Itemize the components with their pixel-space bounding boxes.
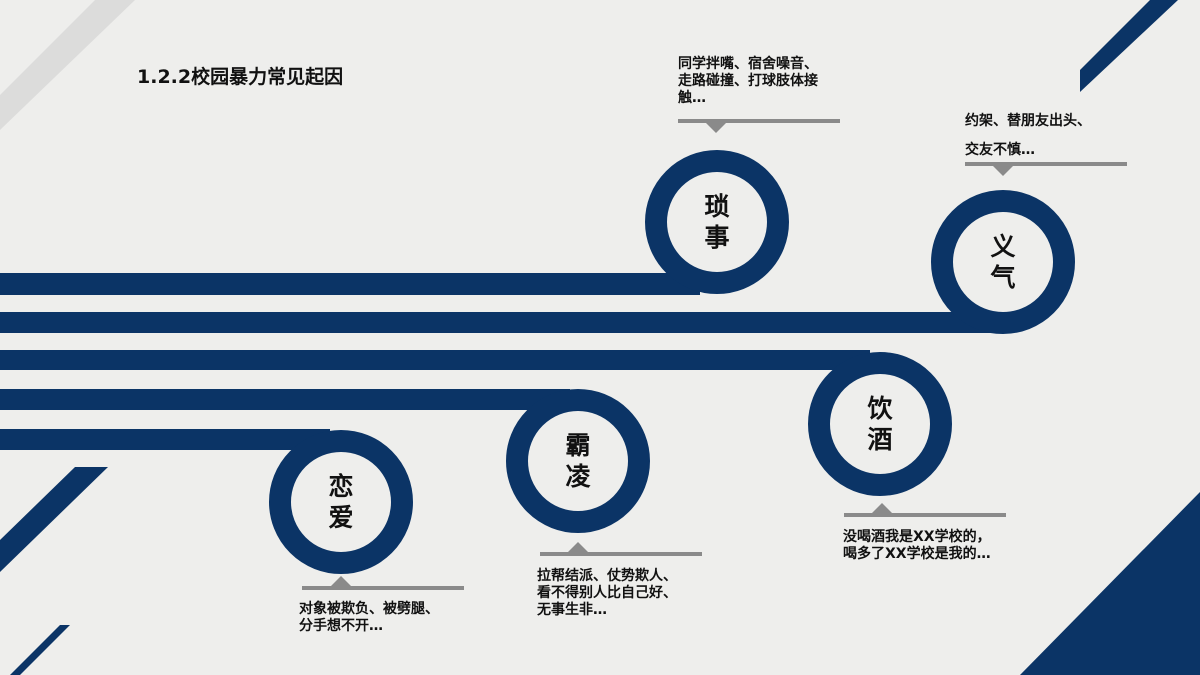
track-4 <box>0 389 570 410</box>
label-char: 恋 <box>328 472 354 501</box>
pointer-up-icon <box>331 576 351 586</box>
pointer-line-2 <box>965 162 1127 166</box>
node-label-loyalty: 义气 <box>973 231 1033 293</box>
desc-line: 无事生非… <box>537 602 607 618</box>
desc-trivial: 同学拌嘴、宿舍噪音、走路碰撞、打球肢体接触… <box>678 56 818 107</box>
desc-line: 同学拌嘴、宿舍噪音、 <box>678 56 818 72</box>
desc-romance: 对象被欺负、被劈腿、分手想不开… <box>299 601 439 635</box>
track-3 <box>0 350 870 370</box>
decor-stripe-top-right <box>1080 0 1178 92</box>
pointer-line-1 <box>678 119 840 123</box>
label-char: 义 <box>990 232 1016 261</box>
desc-line: 拉帮结派、仗势欺人、 <box>537 568 677 584</box>
desc-line: 没喝酒我是XX学校的， <box>843 529 991 545</box>
pointer-line-4 <box>540 552 702 556</box>
desc-line: 对象被欺负、被劈腿、 <box>299 601 439 617</box>
node-ring-1 <box>645 150 789 294</box>
desc-line: 约架、替朋友出头、 <box>965 113 1091 129</box>
track-1 <box>0 273 700 295</box>
node-label-romance: 恋爱 <box>311 471 371 533</box>
desc-line: 交友不慎… <box>965 142 1035 158</box>
node-label-trivial: 琐事 <box>687 191 747 253</box>
decor-triangle-bottom-right <box>1020 492 1200 675</box>
pointer-line-3 <box>844 513 1006 517</box>
decor-stripe-gray <box>0 0 135 130</box>
track-5 <box>0 429 330 450</box>
desc-line: 触… <box>678 90 706 106</box>
pointer-up-icon <box>872 503 892 513</box>
label-char: 琐 <box>704 192 730 221</box>
desc-line: 看不得别人比自己好、 <box>537 585 677 601</box>
decor-stripe-bottom-left-2 <box>10 625 70 675</box>
track-2 <box>0 312 1000 333</box>
desc-line: 分手想不开… <box>299 618 383 634</box>
pointer-down-icon <box>993 166 1013 176</box>
node-ring-5 <box>269 430 413 574</box>
pointer-down-icon <box>706 123 726 133</box>
node-label-bullying: 霸凌 <box>548 430 608 492</box>
desc-drinking: 没喝酒我是XX学校的，喝多了XX学校是我的… <box>843 529 991 563</box>
page-title: 1.2.2校园暴力常见起因 <box>137 66 344 88</box>
label-char: 酒 <box>867 425 893 454</box>
label-char: 凌 <box>565 462 591 491</box>
node-ring-2 <box>931 190 1075 334</box>
label-char: 爱 <box>328 503 354 532</box>
node-label-drinking: 饮酒 <box>850 393 910 455</box>
pointer-line-5 <box>302 586 464 590</box>
label-char: 霸 <box>565 431 591 460</box>
label-char: 气 <box>990 263 1016 292</box>
desc-line: 喝多了XX学校是我的… <box>843 546 991 562</box>
desc-loyalty: 约架、替朋友出头、交友不慎… <box>965 107 1091 165</box>
desc-bullying: 拉帮结派、仗势欺人、看不得别人比自己好、无事生非… <box>537 568 677 619</box>
desc-line: 走路碰撞、打球肢体接 <box>678 73 818 89</box>
node-ring-3 <box>808 352 952 496</box>
node-ring-4 <box>506 389 650 533</box>
label-char: 事 <box>704 223 730 252</box>
decor-stripe-bottom-left-1 <box>0 467 108 572</box>
pointer-up-icon <box>568 542 588 552</box>
label-char: 饮 <box>867 394 893 423</box>
